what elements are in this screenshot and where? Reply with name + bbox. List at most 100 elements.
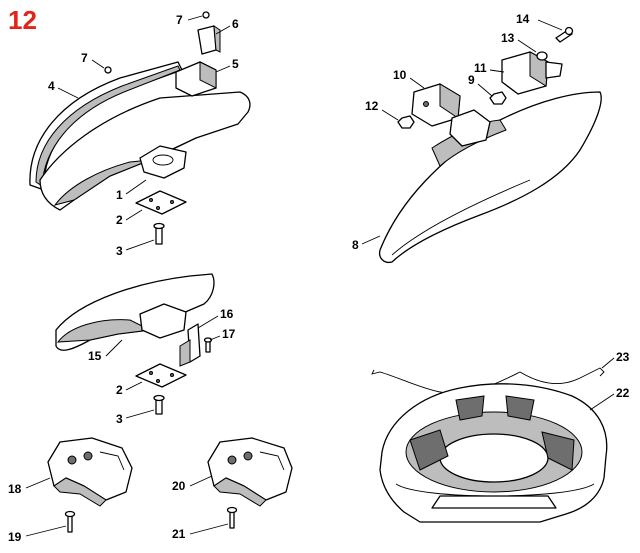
part-14-screw-head: [564, 26, 574, 36]
part-20-lower: [213, 477, 267, 507]
part-7-screw-left: [104, 66, 112, 74]
plate-hole: [149, 198, 153, 202]
callout-8: 8: [352, 238, 359, 252]
callout-22: 22: [616, 386, 630, 400]
deflector-mount-block: [449, 109, 491, 147]
callout-7: 7: [81, 51, 88, 65]
leader: [125, 409, 155, 419]
housing-boss: [227, 455, 237, 465]
leader: [209, 335, 221, 341]
leader: [125, 239, 155, 251]
part-21-screw-head: [226, 506, 238, 514]
leader: [57, 87, 79, 99]
leader: [589, 393, 615, 411]
leader: [361, 235, 381, 245]
leader: [215, 25, 231, 35]
leader: [517, 39, 537, 53]
small-deflector-assembly: [55, 273, 215, 415]
part-10-hole: [423, 101, 429, 107]
leader: [215, 65, 231, 73]
callout-13: 13: [501, 31, 515, 45]
housing-contour: [259, 451, 285, 471]
callout-6: 6: [232, 17, 239, 31]
housing-boss: [243, 451, 253, 461]
deflector-guard-assembly: [29, 11, 251, 245]
callout-17: 17: [222, 327, 236, 341]
guard-mount: [139, 145, 187, 179]
part-22-opening: [439, 433, 549, 483]
leader: [381, 109, 399, 121]
callout-3: 3: [116, 412, 123, 426]
callout-23: 23: [616, 350, 630, 364]
part-15-mount: [139, 303, 187, 339]
part-22-contour: [395, 483, 595, 497]
leader: [125, 179, 147, 195]
callout-7: 7: [176, 13, 183, 27]
callout-20: 20: [172, 479, 186, 493]
part-19-screw-head: [64, 510, 76, 518]
part-7-screw-top: [202, 11, 210, 19]
housing-22: [379, 383, 608, 523]
callout-2: 2: [116, 383, 123, 397]
guard-housing-20-assembly: [207, 437, 293, 529]
part-22-rib: [505, 395, 535, 421]
leader: [537, 19, 563, 31]
part-3-screw-head: [153, 394, 165, 402]
deflector-contour: [391, 179, 531, 256]
part-2-plate: [135, 363, 187, 388]
part-12-nut: [397, 115, 415, 129]
part-16-side: [179, 339, 191, 367]
callout-5: 5: [232, 57, 239, 71]
part-18-lower: [53, 477, 107, 507]
leader: [197, 315, 219, 329]
leader: [125, 209, 143, 221]
part-9-nut: [489, 91, 507, 105]
plate-hole: [170, 373, 174, 377]
callout-3: 3: [116, 244, 123, 258]
part-22-rib: [409, 429, 449, 471]
leader: [105, 339, 123, 357]
guard-housing-18-assembly: [47, 437, 133, 533]
part-22-base-lip: [431, 495, 557, 509]
callout-21: 21: [172, 527, 186, 541]
callout-19: 19: [8, 530, 22, 544]
callout-18: 18: [8, 482, 22, 496]
plate-hole: [149, 371, 153, 375]
leader: [25, 525, 67, 537]
guard-mount-hole: [152, 154, 174, 166]
plate-hole: [156, 206, 160, 210]
leader: [187, 15, 203, 21]
callout-15: 15: [88, 349, 102, 363]
guard-underside: [53, 159, 151, 206]
part-22-rib: [541, 431, 575, 471]
leader: [189, 475, 213, 487]
page-number: 12: [8, 5, 37, 35]
part-5-side: [199, 61, 217, 89]
leader: [489, 69, 505, 73]
leader: [125, 381, 143, 391]
callout-12: 12: [365, 99, 379, 113]
large-deflector-assembly: [378, 26, 602, 264]
part-2-plate: [135, 190, 187, 215]
part-8-deflector: [378, 91, 602, 264]
leader: [189, 523, 229, 535]
housing-boss: [83, 451, 93, 461]
callout-9: 9: [468, 73, 475, 87]
leader: [601, 357, 615, 369]
leader: [25, 477, 51, 489]
plate-hole: [156, 379, 160, 383]
leader: [91, 59, 105, 69]
leader: [409, 77, 425, 89]
part-4-strip: [35, 65, 181, 187]
callout-2: 2: [116, 213, 123, 227]
part-17-screw-head: [203, 337, 213, 343]
callout-11: 11: [474, 61, 487, 75]
callout-14: 14: [516, 12, 530, 26]
leader: [477, 83, 493, 97]
part-13-washer: [536, 51, 548, 61]
plate-hole: [170, 200, 174, 204]
housing-boss: [67, 455, 77, 465]
housing-contour: [99, 451, 125, 471]
part-15-underside: [56, 319, 152, 343]
part-22-rib: [455, 395, 485, 421]
